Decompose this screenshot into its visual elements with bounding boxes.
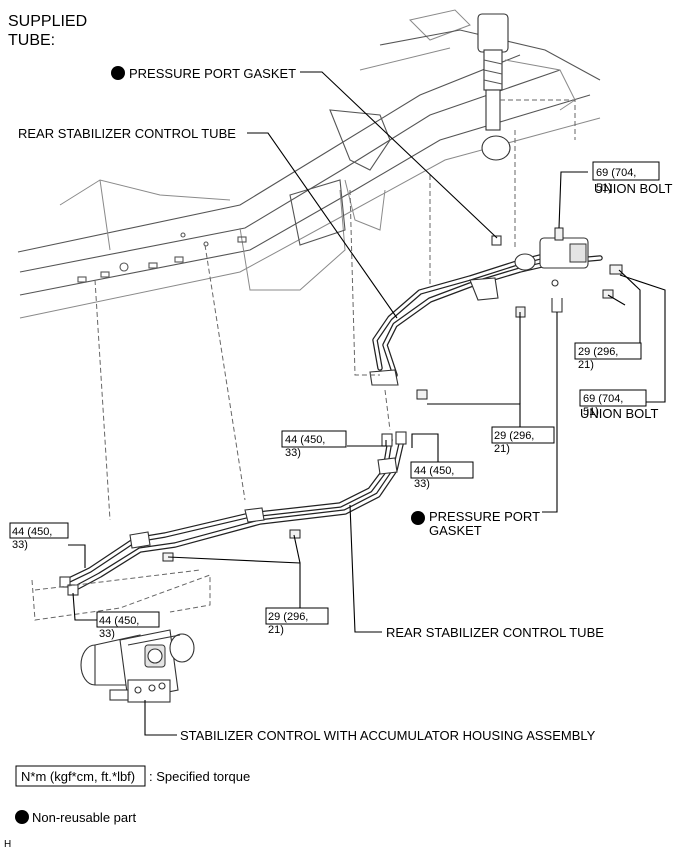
- legend-torque-box-text: N*m (kgf*cm, ft.*lbf): [21, 769, 135, 784]
- torque-44-b-line2: 33): [414, 478, 430, 490]
- corner-mark: H: [4, 839, 11, 850]
- legend-non-reusable-text: Non-reusable part: [32, 810, 136, 825]
- legend-non-reusable-icon: [15, 810, 29, 824]
- torque-29-right-line1: 29 (296,: [578, 346, 618, 358]
- torque-69-lower-line2: 51): [583, 406, 599, 418]
- torque-box-44-a: [281, 430, 347, 448]
- legend-torque-box: [15, 765, 146, 787]
- bolt-bracket-icon: [416, 389, 428, 400]
- gasket-lower-icon: [551, 298, 563, 313]
- torque-box-29-mid: [491, 426, 555, 444]
- label-pressure-port-bottom-2: GASKET: [429, 523, 482, 538]
- bolt-lower-mid-icon: [289, 529, 301, 539]
- lower-tube-assembly: [31, 189, 407, 621]
- torque-29-right-line2: 21): [578, 359, 594, 371]
- torque-box-44-c: [9, 522, 69, 539]
- torque-44-d-line2: 33): [99, 628, 115, 640]
- torque-69-upper-line2: 51): [596, 182, 612, 194]
- torque-box-29-right: [574, 342, 642, 360]
- label-union-bolt-2: UNION BOLT: [580, 406, 659, 421]
- label-rear-stabilizer-tube-top: REAR STABILIZER CONTROL TUBE: [18, 126, 236, 141]
- legend-torque-desc: : Specified torque: [149, 769, 250, 784]
- torque-box-44-b: [410, 461, 474, 479]
- non-reusable-marker-bottom-icon: [411, 511, 425, 525]
- non-reusable-marker-icon: [111, 66, 125, 80]
- bolt-right-icon: [602, 289, 614, 299]
- torque-box-29-lower: [265, 607, 329, 625]
- torque-29-lower-line2: 21): [268, 624, 284, 636]
- gasket-top-icon: [491, 235, 502, 246]
- label-pressure-port-bottom-1: PRESSURE PORT: [429, 509, 540, 524]
- torque-44-b-line1: 44 (450,: [414, 465, 454, 477]
- torque-29-lower-line1: 29 (296,: [268, 611, 308, 623]
- fitting-44-left: [381, 433, 393, 447]
- legend: N*m (kgf*cm, ft.*lbf) : Specified torque…: [15, 765, 250, 825]
- vehicle-frame-illustration: [17, 9, 601, 319]
- union-bolt-right-icon: [609, 264, 623, 275]
- upper-tube-fittings: [369, 227, 623, 400]
- leader-lines: [68, 71, 666, 736]
- label-union-bolt-1: UNION BOLT: [594, 181, 673, 196]
- torque-29-mid-line2: 21): [494, 443, 510, 455]
- torque-box-69-lower: [579, 389, 647, 407]
- torque-box-69-upper: [592, 161, 660, 181]
- torque-69-upper-line1: 69 (704,: [596, 167, 636, 179]
- torque-44-a-line1: 44 (450,: [285, 434, 325, 446]
- title-line-1: SUPPLIED: [8, 13, 87, 30]
- union-bolt-upper-icon: [554, 227, 564, 241]
- label-rear-stabilizer-tube-bottom: REAR STABILIZER CONTROL TUBE: [386, 625, 604, 640]
- stabilizer-control-assembly-illustration: [80, 629, 195, 703]
- torque-44-c-line1: 44 (450,: [12, 526, 52, 538]
- torque-29-mid-line1: 29 (296,: [494, 430, 534, 442]
- fitting-44-right: [395, 431, 407, 445]
- torque-69-lower-line1: 69 (704,: [583, 393, 623, 405]
- torque-44-d-line1: 44 (450,: [99, 615, 139, 627]
- title-line-2: TUBE:: [8, 32, 55, 49]
- torque-44-c-line2: 33): [12, 539, 28, 551]
- torque-box-44-d: [96, 611, 160, 628]
- torque-44-a-line2: 33): [285, 447, 301, 459]
- label-stabilizer-assembly: STABILIZER CONTROL WITH ACCUMULATOR HOUS…: [180, 728, 596, 743]
- label-pressure-port-gasket-top: PRESSURE PORT GASKET: [129, 66, 296, 81]
